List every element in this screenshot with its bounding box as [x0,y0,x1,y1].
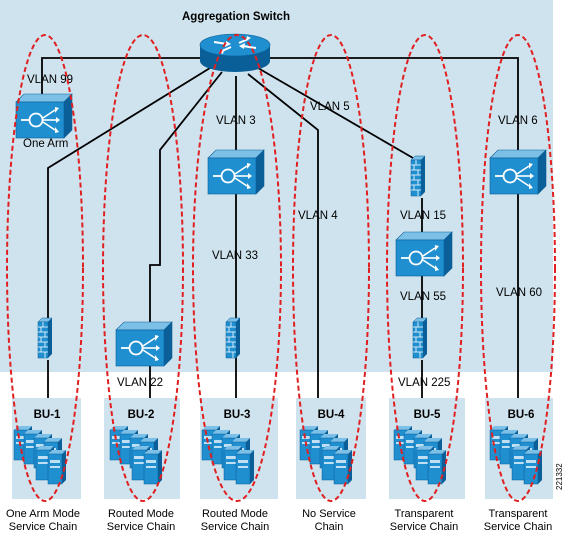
bu-4-caption-line2: Chain [315,521,344,533]
vlan-22-label: VLAN 22 [117,377,163,389]
bu-4-label: BU-4 [318,409,345,421]
vlan-3-label: VLAN 3 [216,115,256,127]
vlan-60-label: VLAN 60 [496,287,542,299]
bu-3-label: BU-3 [224,409,251,421]
vlan-5-label: VLAN 5 [310,101,350,113]
vlan-6-label: VLAN 6 [498,115,538,127]
bu-3-caption-line2: Service Chain [201,521,269,533]
bu-6-label: BU-6 [508,409,535,421]
vlan-33-label: VLAN 33 [212,250,258,262]
load-balancer-one-arm-icon [15,93,73,139]
load-balancer-bu3-icon [207,149,265,195]
service-chain-ellipses [6,34,556,502]
bu-3-caption-line1: Routed Mode [202,508,268,520]
diagram-title: Aggregation Switch [182,11,290,23]
service-chain-ellipse-3 [192,34,282,502]
bu-2-caption-line1: Routed Mode [108,508,174,520]
bu-panels [12,398,553,499]
vlan-15-label: VLAN 15 [400,210,446,222]
load-balancer-bu6-icon [489,149,547,195]
bu-5-caption-line2: Service Chain [390,521,458,533]
service-chain-ellipse-5 [386,34,464,502]
vlan-55-label: VLAN 55 [400,291,446,303]
connection-lines [41,57,519,398]
bu-5-label: BU-5 [414,409,441,421]
service-chain-ellipse-4 [292,34,370,502]
one-arm-label: One Arm [23,138,68,150]
vlan-4-label: VLAN 4 [298,210,338,222]
bu-1-caption-line1: One Arm Mode [6,508,80,520]
firewall-bu5-top-icon [410,155,426,197]
bu-6-caption-line1: Transparent [489,508,548,520]
bu-1-label: BU-1 [34,409,61,421]
bu-2-caption-line2: Service Chain [107,521,175,533]
firewall-bu5-bottom-icon [412,317,428,359]
load-balancer-bu5-icon [395,231,453,277]
bu-5-caption-line1: Transparent [395,508,454,520]
service-chain-ellipse-6 [480,34,556,502]
bu-2-label: BU-2 [128,409,155,421]
service-chain-ellipse-1 [6,34,84,502]
vlan-99-label: VLAN 99 [27,74,73,86]
vlan-225-label: VLAN 225 [398,377,450,389]
firewall-bu3-icon [225,317,241,359]
bu-6-caption-line2: Service Chain [484,521,552,533]
service-chain-ellipse-2 [102,34,184,502]
firewall-bu1-icon [37,317,53,359]
load-balancer-bu2-icon [115,321,173,367]
bu-1-caption-line2: Service Chain [9,521,77,533]
figure-id-label: 221332 [555,463,564,490]
bu-4-caption-line1: No Service [302,508,356,520]
